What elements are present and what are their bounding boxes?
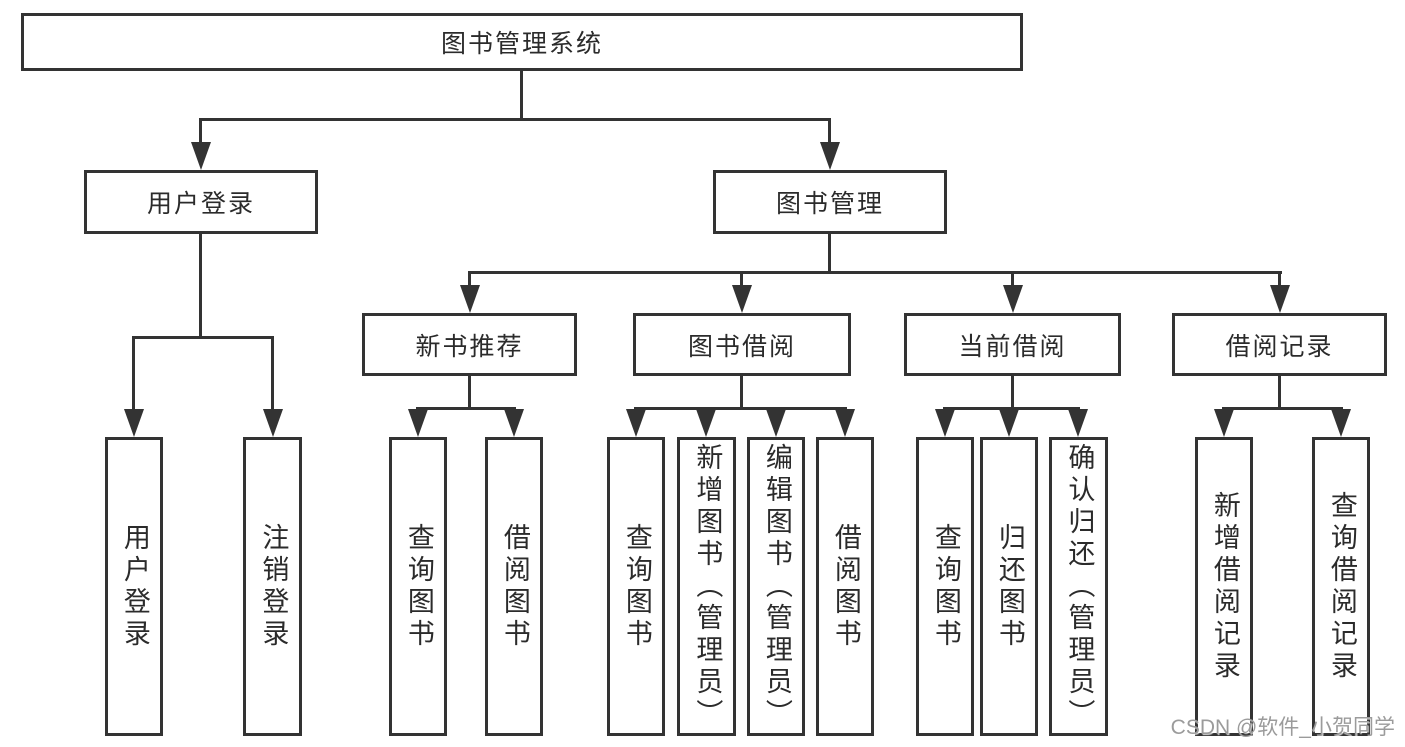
node-label: 编辑图书（管理员） <box>761 442 792 731</box>
arrow-down-icon <box>835 409 855 437</box>
arrow-down-icon <box>504 409 524 437</box>
node-book-borrow: 图书借阅 <box>633 313 851 376</box>
connector-line-h <box>199 118 831 121</box>
connector-line-v <box>1011 271 1014 287</box>
connector-line-v <box>740 271 743 287</box>
node-label: 用户登录 <box>119 522 150 651</box>
connector-line-v <box>271 336 274 412</box>
arrow-down-icon <box>1331 409 1351 437</box>
node-label: 当前借阅 <box>958 332 1067 361</box>
arrow-down-icon <box>191 142 211 170</box>
arrow-down-icon <box>732 285 752 313</box>
node-root: 图书管理系统 <box>21 13 1023 71</box>
connector-line-h <box>943 407 1080 410</box>
connector-line-v <box>468 271 471 287</box>
node-new-book-recommend: 新书推荐 <box>362 313 577 376</box>
node-book-management: 图书管理 <box>713 170 947 234</box>
connector-line-h <box>416 407 516 410</box>
connector-line-v <box>740 376 743 409</box>
node-label: 查询图书 <box>930 522 961 651</box>
leaf-edit-book-admin: 编辑图书（管理员） <box>747 437 805 736</box>
node-label: 注销登录 <box>258 522 289 651</box>
arrow-down-icon <box>460 285 480 313</box>
leaf-add-book-admin: 新增图书（管理员） <box>677 437 736 736</box>
connector-line-v <box>199 118 202 144</box>
node-borrow-record: 借阅记录 <box>1172 313 1387 376</box>
leaf-borrow-book-2: 借阅图书 <box>816 437 874 736</box>
leaf-add-borrow-record: 新增借阅记录 <box>1195 437 1253 736</box>
node-label: 查询借阅记录 <box>1326 490 1357 683</box>
arrow-down-icon <box>263 409 283 437</box>
connector-line-v <box>828 118 831 144</box>
leaf-user-login: 用户登录 <box>105 437 163 736</box>
connector-line-h <box>468 271 1282 274</box>
node-label: 查询图书 <box>403 522 434 651</box>
connector-line-v <box>1278 271 1281 287</box>
leaf-query-book-1: 查询图书 <box>389 437 447 736</box>
node-label: 查询图书 <box>621 522 652 651</box>
arrow-down-icon <box>626 409 646 437</box>
connector-line-v <box>1278 376 1281 409</box>
arrow-down-icon <box>1068 409 1088 437</box>
arrow-down-icon <box>408 409 428 437</box>
leaf-borrow-book-1: 借阅图书 <box>485 437 543 736</box>
leaf-query-borrow-record: 查询借阅记录 <box>1312 437 1370 736</box>
arrow-down-icon <box>124 409 144 437</box>
connector-line-h <box>132 336 274 339</box>
arrow-down-icon <box>1003 285 1023 313</box>
node-current-borrow: 当前借阅 <box>904 313 1121 376</box>
connector-line-v <box>1011 376 1014 409</box>
connector-line-v <box>199 234 202 336</box>
node-label: 借阅图书 <box>499 522 530 651</box>
leaf-confirm-return-admin: 确认归还（管理员） <box>1049 437 1108 736</box>
leaf-query-book-2: 查询图书 <box>607 437 665 736</box>
node-label: 归还图书 <box>994 522 1025 651</box>
connector-line-v <box>468 376 471 409</box>
arrow-down-icon <box>935 409 955 437</box>
watermark: CSDN @软件_小贺同学 <box>1170 716 1395 739</box>
node-label: 新增借阅记录 <box>1209 490 1240 683</box>
connector-line-v <box>828 234 831 271</box>
node-user-login: 用户登录 <box>84 170 318 234</box>
leaf-return-book: 归还图书 <box>980 437 1038 736</box>
node-label: 新书推荐 <box>415 332 524 361</box>
arrow-down-icon <box>696 409 716 437</box>
connector-line-h <box>634 407 847 410</box>
node-label: 用户登录 <box>146 190 255 218</box>
node-label: 图书管理 <box>775 190 884 218</box>
node-label: 确认归还（管理员） <box>1064 442 1095 731</box>
leaf-query-book-3: 查询图书 <box>916 437 974 736</box>
node-label: 图书借阅 <box>687 332 796 361</box>
leaf-logout: 注销登录 <box>243 437 302 736</box>
arrow-down-icon <box>999 409 1019 437</box>
connector-line-v <box>520 70 523 118</box>
arrow-down-icon <box>766 409 786 437</box>
node-label: 借阅图书 <box>830 522 861 651</box>
connector-line-v <box>132 336 135 412</box>
connector-line-h <box>1222 407 1343 410</box>
arrow-down-icon <box>820 142 840 170</box>
arrow-down-icon <box>1270 285 1290 313</box>
node-label: 借阅记录 <box>1225 332 1334 361</box>
node-label: 新增图书（管理员） <box>692 442 723 731</box>
arrow-down-icon <box>1214 409 1234 437</box>
node-label: 图书管理系统 <box>440 30 603 58</box>
